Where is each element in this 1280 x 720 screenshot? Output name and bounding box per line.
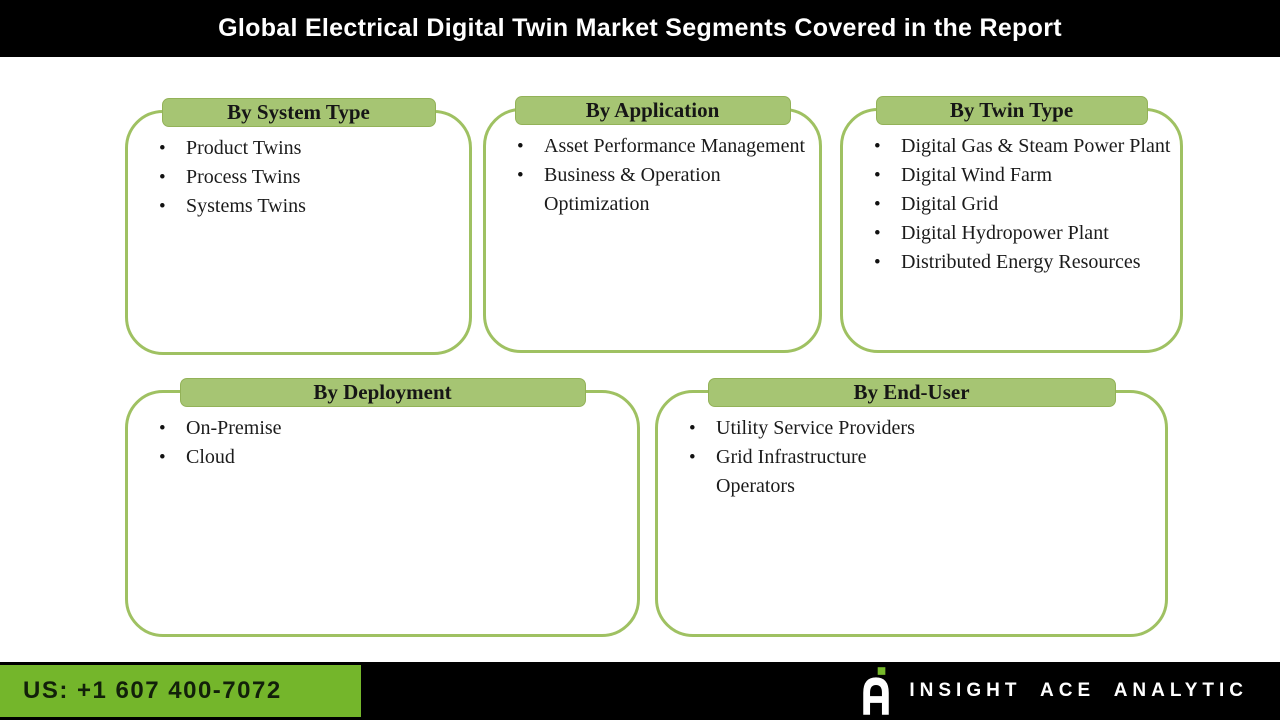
list-item: Process Twins xyxy=(155,163,461,192)
page-title: Global Electrical Digital Twin Market Se… xyxy=(218,14,1062,42)
list-item: Digital Hydropower Plant xyxy=(870,219,1172,248)
list-item: Digital Grid xyxy=(870,190,1172,219)
segment-header-twin-type: By Twin Type xyxy=(875,96,1148,125)
segment-box-end-user: By End-User Utility Service Providers Gr… xyxy=(655,378,1168,637)
segment-header-label: By System Type xyxy=(227,100,370,124)
segment-box-application: By Application Asset Performance Managem… xyxy=(483,96,822,353)
segment-header-label: By Twin Type xyxy=(949,98,1074,122)
segment-header-label: By Deployment xyxy=(313,380,452,404)
segment-header-application: By Application xyxy=(514,96,791,125)
list-item: Product Twins xyxy=(155,134,461,163)
segment-header-deployment: By Deployment xyxy=(179,378,586,407)
list-item: Systems Twins xyxy=(155,192,461,221)
insight-ace-logo-icon xyxy=(859,667,893,715)
segment-header-system-type: By System Type xyxy=(161,98,436,127)
segment-list-deployment: On-Premise Cloud xyxy=(128,393,637,472)
title-bar: Global Electrical Digital Twin Market Se… xyxy=(0,0,1280,57)
list-item: Utility Service Providers xyxy=(685,414,927,443)
list-item: Grid Infrastructure Operators xyxy=(685,443,927,501)
brand-name: INSIGHT ACE ANALYTIC xyxy=(909,680,1248,701)
segment-list-twin-type: Digital Gas & Steam Power Plant Digital … xyxy=(843,111,1180,277)
list-item: Cloud xyxy=(155,443,629,472)
list-item: Business & Operation Optimization xyxy=(513,161,811,219)
phone-number: US: +1 607 400-7072 xyxy=(23,677,282,704)
list-item: Digital Wind Farm xyxy=(870,161,1172,190)
brand-block: INSIGHT ACE ANALYTIC xyxy=(859,662,1248,720)
segment-header-end-user: By End-User xyxy=(707,378,1116,407)
segment-list-application: Asset Performance Management Business & … xyxy=(486,111,819,219)
phone-box: US: +1 607 400-7072 xyxy=(0,665,361,717)
list-item: Distributed Energy Resources xyxy=(870,248,1172,277)
segment-box-system-type: By System Type Product Twins Process Twi… xyxy=(125,98,472,355)
segment-list-system-type: Product Twins Process Twins Systems Twin… xyxy=(128,113,469,221)
segment-header-label: By Application xyxy=(585,98,720,122)
segment-box-deployment: By Deployment On-Premise Cloud xyxy=(125,378,640,637)
list-item: On-Premise xyxy=(155,414,629,443)
segment-header-label: By End-User xyxy=(853,380,970,404)
list-item: Digital Gas & Steam Power Plant xyxy=(870,132,1172,161)
segment-list-end-user: Utility Service Providers Grid Infrastru… xyxy=(658,393,1165,501)
footer-bar: US: +1 607 400-7072 INSIGHT ACE ANALYTIC xyxy=(0,662,1280,720)
list-item: Asset Performance Management xyxy=(513,132,811,161)
segment-box-twin-type: By Twin Type Digital Gas & Steam Power P… xyxy=(840,96,1183,353)
